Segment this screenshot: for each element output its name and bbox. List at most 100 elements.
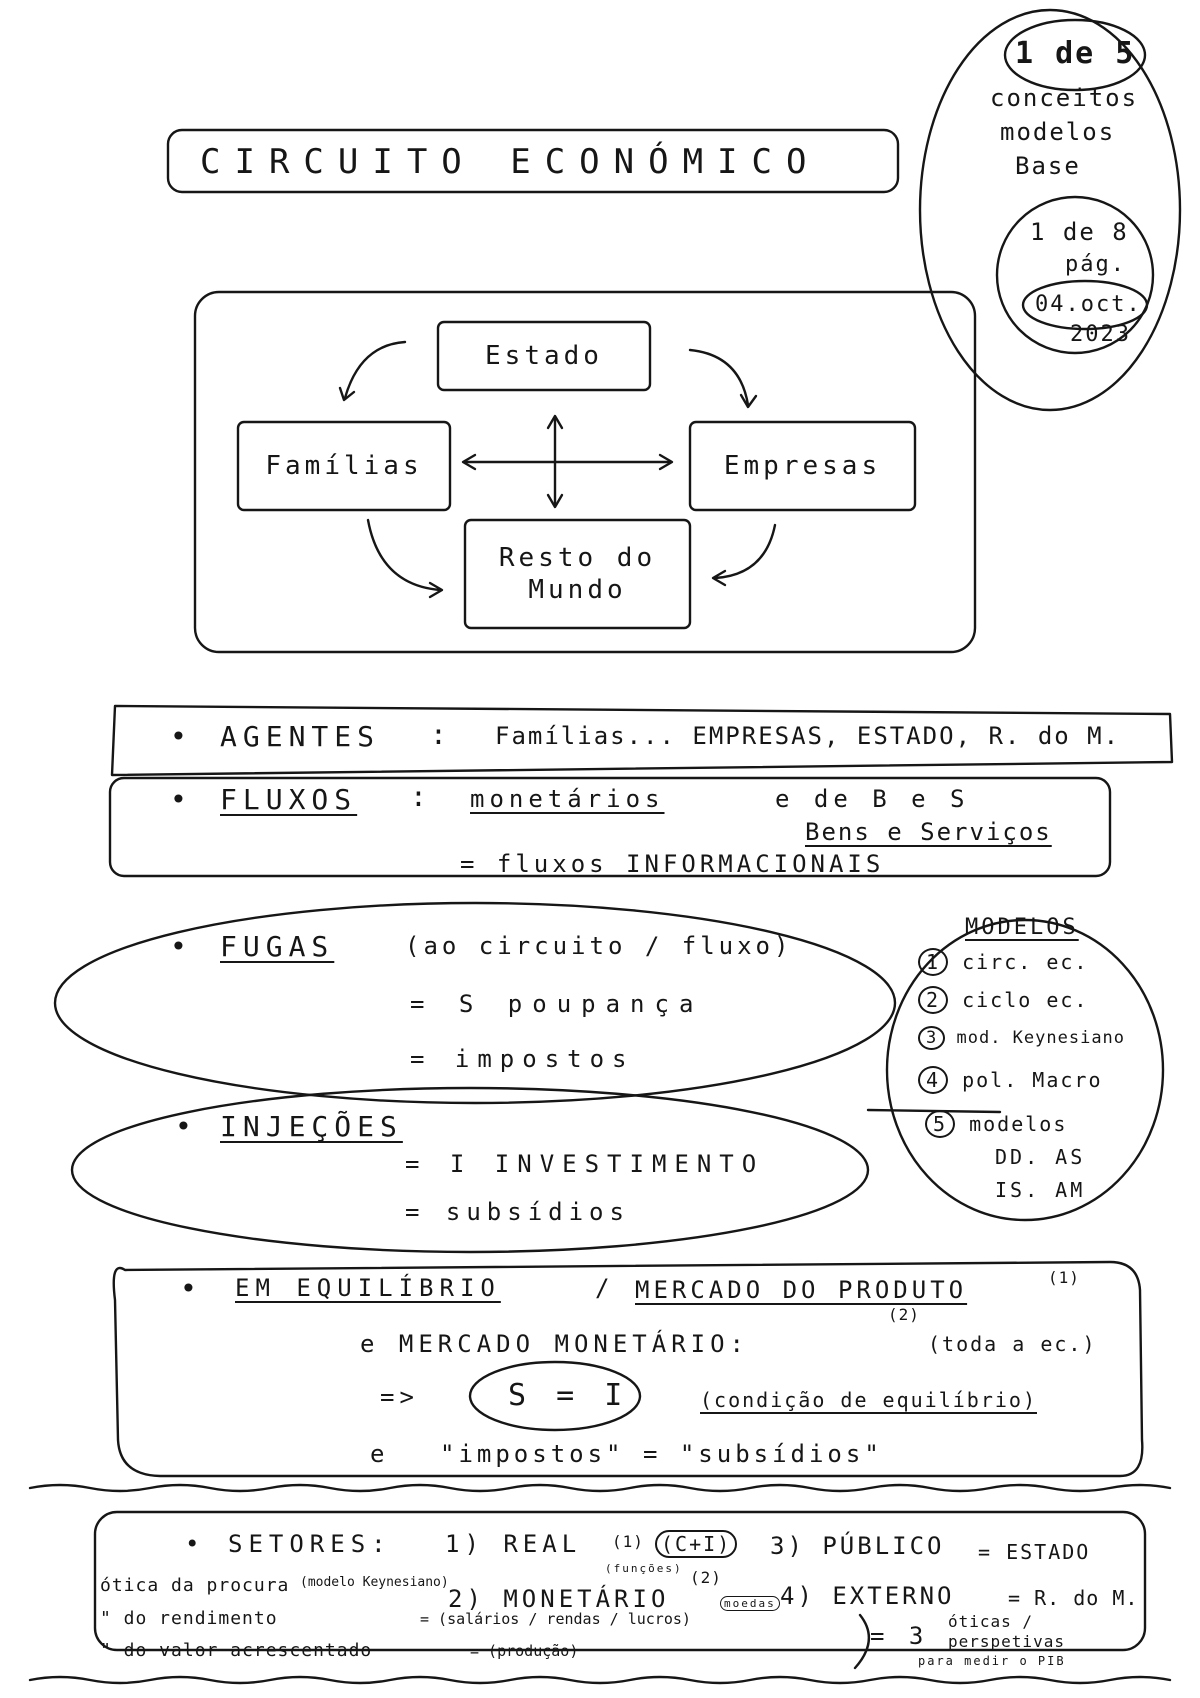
diagram-frame — [193, 290, 977, 654]
setores-real-mark: (1) — [612, 1532, 644, 1551]
equilibrio-arrow: => — [380, 1383, 419, 1411]
wave-bottom — [28, 1675, 1172, 1685]
equilibrio-label: EM EQUILÍBRIO — [235, 1274, 501, 1302]
setores-oticas-2: perspetivas — [948, 1632, 1065, 1651]
resto-line-2: Mundo — [528, 575, 627, 605]
corner-part-ellipse — [1003, 18, 1147, 92]
corner-page-label: pág. — [1065, 252, 1126, 277]
equilibrio-e: e — [370, 1440, 390, 1468]
empresas-box-outline — [688, 420, 917, 512]
modelos-item-2-text: ciclo ec. — [962, 988, 1089, 1012]
setores-moedas: moedas — [720, 1596, 780, 1611]
fugas-ellipse — [53, 901, 897, 1105]
estado-box-outline — [436, 320, 652, 392]
modelos-item-2: 2 ciclo ec. — [918, 986, 1089, 1014]
equilibrio-mercado-produto: MERCADO DO PRODUTO — [635, 1276, 968, 1304]
injecoes-bullet: • — [175, 1110, 198, 1143]
modelos-item-5: 5 modelos — [925, 1110, 1068, 1138]
setores-funcoes: (funções) — [605, 1562, 683, 1575]
setores-real: 1) REAL — [445, 1530, 582, 1558]
setores-three: = 3 — [870, 1622, 929, 1650]
fluxos-colon: : — [410, 780, 429, 813]
modelos-item-3-n: 3 — [918, 1026, 946, 1050]
resto-box: Resto do Mundo — [465, 520, 690, 628]
modelos-title: MODELOS — [965, 915, 1079, 940]
fluxos-label: FLUXOS — [220, 783, 358, 816]
setores-externo: 4) EXTERNO — [780, 1582, 955, 1610]
modelos-item-4-text: pol. Macro — [962, 1068, 1103, 1092]
estado-box: Estado — [485, 341, 603, 371]
setores-oticas-1: óticas / — [948, 1612, 1034, 1631]
fugas-bullet: • — [170, 930, 193, 963]
modelos-item-3: 3 mod. Keynesiano — [918, 1026, 1126, 1050]
modelos-item-2-n: 2 — [918, 986, 949, 1014]
modelos-item-3-text: mod. Keynesiano — [956, 1028, 1126, 1048]
setores-label: SETORES: — [228, 1530, 392, 1558]
corner-part: 1 de 5 — [1015, 36, 1136, 71]
title-frame — [166, 128, 900, 194]
arrow-fam-resto — [366, 518, 442, 592]
equilibrio-toda: (toda a ec.) — [928, 1332, 1097, 1356]
setores-monetario-mark: (2) — [690, 1568, 722, 1587]
agentes-colon: : — [430, 718, 449, 751]
injecoes-label: INJEÇÕES — [220, 1110, 403, 1143]
familias-box: Famílias — [265, 451, 423, 481]
fluxos-line1b: e de B e S — [775, 785, 970, 813]
equilibrio-mercado-monetario: e MERCADO MONETÁRIO: — [360, 1330, 749, 1358]
modelos-item-4: 4 pol. Macro — [918, 1066, 1103, 1094]
fluxos-line3: = fluxos INFORMACIONAIS — [460, 850, 885, 878]
corner-topic-2: modelos — [1000, 118, 1116, 146]
setores-otica2-b: = (salários / rendas / lucros) — [420, 1610, 691, 1628]
arrow-estado-emp — [688, 348, 750, 407]
fugas-line2: = S poupança — [410, 990, 704, 1018]
modelos-item-1-n: 1 — [918, 948, 949, 976]
arrow-emp-resto — [713, 523, 777, 580]
modelos-item-1-text: circ. ec. — [962, 950, 1089, 974]
setores-otica1-b: (modelo Keynesiano) — [300, 1575, 449, 1590]
setores-estado: = ESTADO — [978, 1540, 1091, 1564]
agentes-bullet: • — [170, 720, 193, 753]
fugas-label: FUGAS — [220, 930, 335, 963]
fugas-line3: = impostos — [410, 1045, 635, 1073]
agentes-text: Famílias... EMPRESAS, ESTADO, R. do M. — [495, 722, 1121, 750]
modelos-item-5-text: modelos — [969, 1112, 1068, 1136]
fugas-paren: (ao circuito / fluxo) — [405, 932, 793, 960]
corner-date-ellipse — [1021, 279, 1149, 331]
fluxos-line2: Bens e Serviços — [805, 818, 1052, 846]
fluxos-line1: monetários — [470, 785, 665, 813]
injecoes-line2: = I INVESTIMENTO — [405, 1150, 765, 1178]
injecoes-ellipse — [70, 1086, 870, 1254]
equilibrio-impostos: "impostos" = "subsídios" — [440, 1440, 883, 1468]
equilibrio-condicao: (condição de equilíbrio) — [700, 1388, 1037, 1412]
fluxos-frame — [108, 776, 1112, 878]
setores-otica1-a: ótica da procura — [100, 1575, 290, 1596]
setores-bullet: • — [185, 1530, 205, 1558]
corner-topic-1: conceitos — [990, 84, 1139, 112]
injecoes-line3: = subsídios — [405, 1198, 630, 1226]
wave-top — [28, 1483, 1172, 1493]
corner-topic-3: Base — [1015, 152, 1081, 180]
empresas-box: Empresas — [723, 451, 882, 481]
corner-outer-ellipse — [918, 8, 1182, 412]
modelos-extra-1: DD. AS — [995, 1145, 1086, 1169]
modelos-item-1: 1 circ. ec. — [918, 948, 1089, 976]
modelos-ellipse — [885, 918, 1165, 1222]
equilibrio-bullet: • — [180, 1272, 203, 1305]
page-title: CIRCUITO ECONÓMICO — [200, 142, 821, 182]
equilibrio-mark2: (2) — [888, 1305, 920, 1324]
equilibrio-slash: / — [595, 1274, 615, 1302]
setores-publico: 3) PÚBLICO — [770, 1532, 945, 1560]
setores-ci: (C+I) — [655, 1530, 738, 1558]
corner-date-1: 04.oct. — [1035, 292, 1142, 317]
setores-rdm: = R. do M. — [1008, 1586, 1139, 1610]
modelos-item-5-n: 5 — [925, 1110, 956, 1138]
corner-page: 1 de 8 — [1030, 218, 1129, 246]
corner-date-2: 2023 — [1070, 322, 1131, 347]
agentes-frame — [110, 704, 1174, 777]
setores-frame — [93, 1510, 1147, 1652]
setores-otica3-a: " do valor acrescentado — [100, 1640, 373, 1661]
familias-box-outline — [236, 420, 452, 512]
agentes-label: AGENTES — [220, 720, 381, 753]
equilibrio-frame — [112, 1260, 1144, 1478]
